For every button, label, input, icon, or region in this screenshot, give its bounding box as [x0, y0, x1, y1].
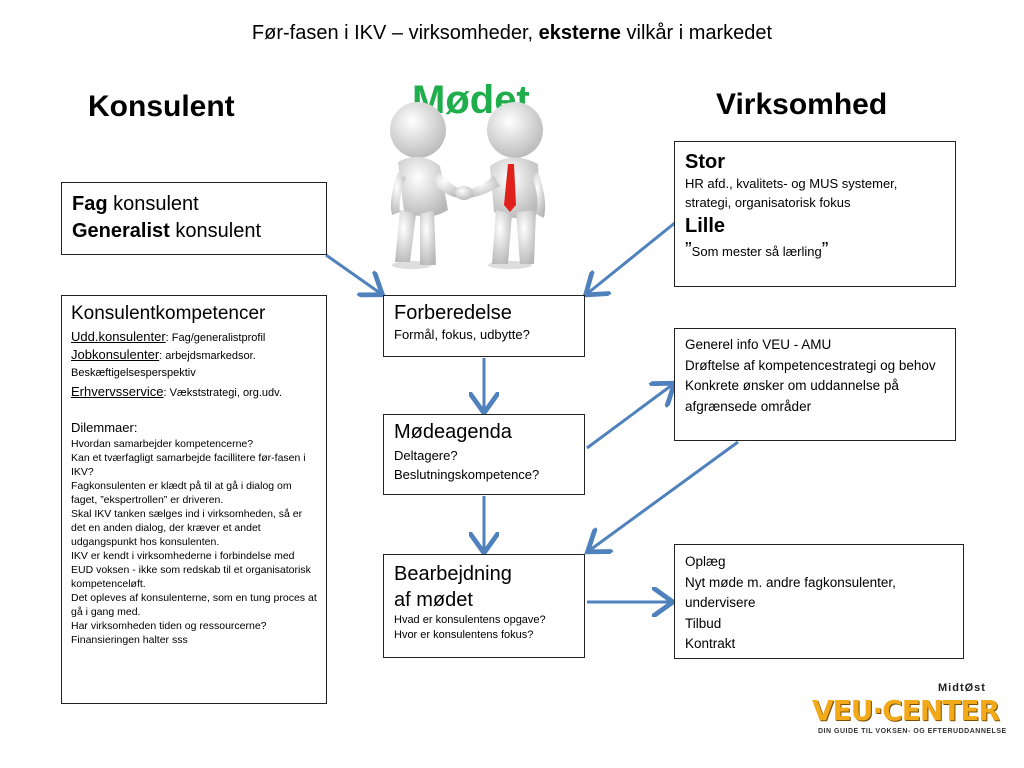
modeagenda-title: Mødeagenda: [394, 421, 512, 443]
oplaeg-line: Tilbud: [685, 615, 722, 631]
fag-konsulent-box: Fag konsulent Generalist konsulent: [61, 182, 327, 255]
oplaeg-line: Kontrakt: [685, 636, 736, 651]
tie-icon: [504, 164, 516, 212]
slide-title: Før-fasen i IKV – virksomheder, eksterne…: [251, 22, 773, 44]
bearbejdning-title-2: af mødet: [394, 589, 473, 611]
dilemma-item: Hvordan samarbejder kompetencerne?: [71, 438, 254, 450]
info-box: Generel info VEU - AMU Drøftelse af komp…: [674, 328, 956, 441]
handshake-icon: [455, 186, 473, 200]
arrow-modeagenda-to-info: [586, 385, 672, 450]
lille-text: ”Som mester så lærling”: [685, 239, 829, 261]
dilemma-item: Det opleves af konsulenterne, som en tun…: [71, 592, 317, 618]
info-line: Konkrete ønsker om uddannelse på afgræns…: [685, 378, 899, 414]
kompetencer-title: Konsulentkompetencer: [71, 303, 266, 324]
stor-text: HR afd., kvalitets- og MUS systemer, str…: [685, 176, 898, 210]
arrow-fag-to-forberedelse: [325, 253, 380, 293]
dilemma-item: Kan et tværfagligt samarbejde facilliter…: [71, 452, 306, 478]
arrow-stor-to-forberedelse: [588, 220, 677, 293]
dilemma-item: Finansieringen halter sss: [71, 634, 188, 646]
dilemma-item: IKV er kendt i virksomhederne i forbinde…: [71, 550, 311, 590]
erhvervsservice: Erhvervsservice: Vækststrategi, org.udv.: [71, 384, 282, 399]
modeagenda-deltagere: Deltagere?: [394, 448, 458, 463]
stor-lille-box: Stor HR afd., kvalitets- og MUS systemer…: [674, 141, 956, 287]
oplaeg-box: Oplæg Nyt møde m. andre fagkonsulenter, …: [674, 544, 964, 659]
dilemma-item: Skal IKV tanken sælges ind i virksomhede…: [71, 508, 303, 548]
konsulentkompetencer-box: Konsulentkompetencer Udd.konsulenter: Fa…: [61, 295, 327, 704]
stor-label: Stor: [685, 151, 725, 173]
info-line: Generel info VEU - AMU: [685, 337, 832, 352]
bearbejdning-q1: Hvad er konsulentens opgave?: [394, 614, 546, 626]
fag-line: Fag konsulent: [72, 193, 199, 215]
forberedelse-sub: Formål, fokus, udbytte?: [394, 327, 530, 342]
forberedelse-title: Forberedelse: [394, 302, 512, 324]
heading-konsulent: Konsulent: [88, 90, 235, 123]
oplaeg-line: Oplæg: [685, 554, 726, 569]
generalist-line: Generalist konsulent: [72, 220, 261, 242]
modeagenda-beslutning: Beslutningskompetence?: [394, 467, 540, 482]
udd-konsulenter: Udd.konsulenter: Fag/generalistprofil: [71, 329, 266, 344]
logo-veu-center: VEU·CENTER: [812, 694, 1000, 727]
dilemma-item: Fagkonsulenten er klædt på til at gå i d…: [71, 480, 292, 506]
figure-left: [390, 102, 462, 269]
dilemma-item: Har virksomheden tiden og ressourcerne?: [71, 620, 267, 632]
info-line: Drøftelse af kompetencestrategi og behov: [685, 357, 936, 373]
modeagenda-box: Mødeagenda Deltagere? Beslutningskompete…: [383, 414, 585, 495]
lille-label: Lille: [685, 215, 726, 237]
dilemma-list: Hvordan samarbejder kompetencerne? Kan e…: [71, 437, 317, 647]
dilemmaer-title: Dilemmaer:: [71, 420, 138, 435]
jobkonsulenter: Jobkonsulenter: arbejdsmarkedsor. Beskæf…: [71, 347, 256, 379]
heading-virksomhed: Virksomhed: [716, 88, 888, 121]
oplaeg-line: Nyt møde m. andre fagkonsulenter, underv…: [685, 574, 896, 611]
forberedelse-box: Forberedelse Formål, fokus, udbytte?: [383, 295, 585, 357]
bearbejdning-box: Bearbejdning af mødet Hvad er konsulente…: [383, 554, 585, 658]
figure-right: [466, 102, 546, 269]
bearbejdning-title: Bearbejdning: [394, 563, 512, 585]
arrows: [325, 220, 739, 602]
arrow-info-to-bearbejdning: [590, 440, 739, 550]
bearbejdning-q2: Hvor er konsulentens fokus?: [394, 629, 534, 641]
logo-midtost: MidtØst: [938, 682, 986, 694]
logo-tagline: DIN GUIDE TIL VOKSEN- OG EFTERUDDANNELSE: [818, 728, 1007, 735]
